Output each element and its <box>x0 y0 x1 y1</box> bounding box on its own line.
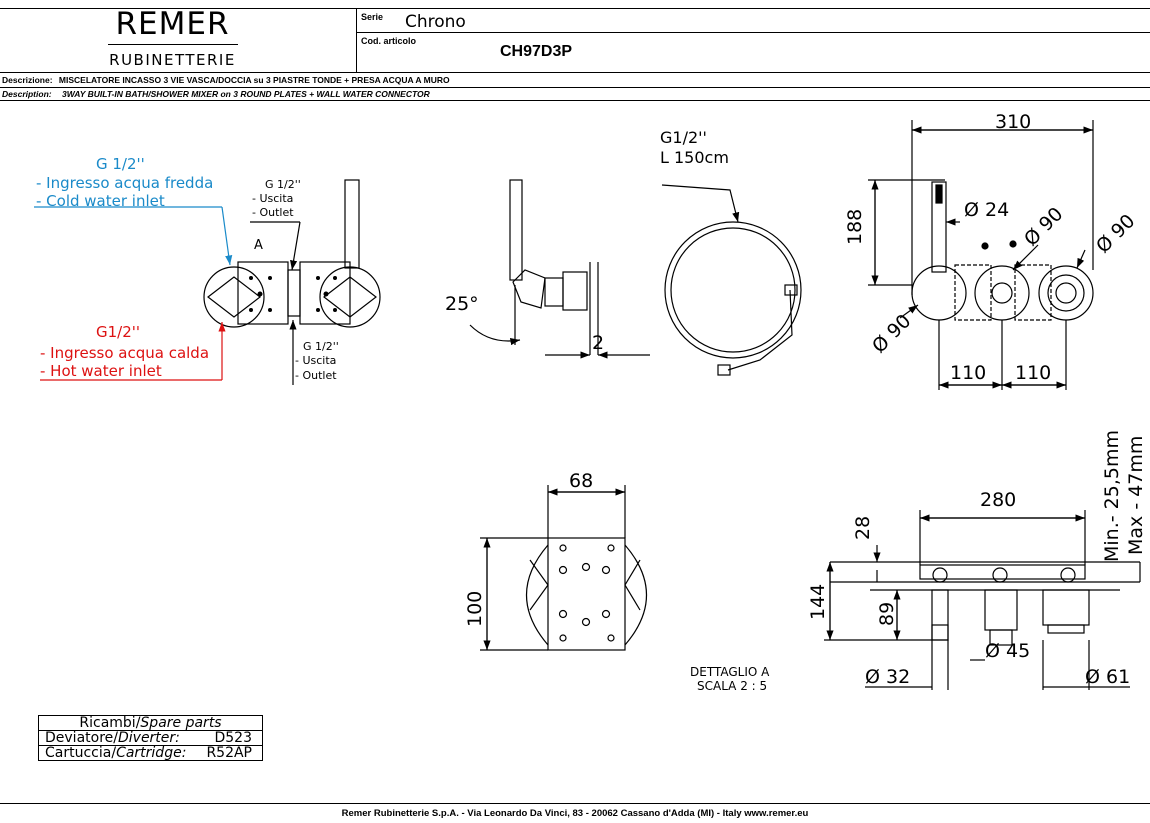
hot-thread-label: G1/2'' <box>96 323 141 341</box>
description-it-label: Descrizione: <box>2 75 53 85</box>
cartridge-row: Cartuccia/Cartridge: R52AP <box>39 745 262 760</box>
dim-d32: Ø 32 <box>865 666 911 688</box>
tf-plate-3 <box>1038 265 1094 321</box>
descr-divider <box>0 87 1150 88</box>
tf-plate-2 <box>974 265 1030 321</box>
bottom-side-view <box>824 510 1141 690</box>
cold-inlet-en: - Cold water inlet <box>36 192 165 210</box>
dim-d61: Ø 61 <box>1085 666 1131 688</box>
spare-parts-table: Ricambi/Spare parts Deviatore/Diverter: … <box>38 715 263 761</box>
header-divider <box>356 8 357 72</box>
serie-label: Serie <box>361 12 384 22</box>
top-front-view <box>868 120 1094 390</box>
title-it: Ricambi/ <box>79 715 141 731</box>
description-en: Description: 3WAY BUILT-IN BATH/SHOWER M… <box>2 89 430 99</box>
detail-caption-2: SCALA 2 : 5 <box>697 679 768 693</box>
outlet-bot-it: - Uscita <box>295 354 337 367</box>
plate-left <box>203 266 265 328</box>
outlet-bot-thread: G 1/2'' <box>303 340 339 353</box>
cold-thread-label: G 1/2'' <box>96 155 145 173</box>
bs-div <box>1042 589 1090 626</box>
code-label: Cod. articolo <box>361 36 417 46</box>
tf-handle <box>931 181 947 273</box>
serie-value: Chrono <box>405 12 466 32</box>
cartridge-it: Cartuccia/ <box>45 745 117 761</box>
diverter-code: D523 <box>214 730 252 746</box>
detail-caption-1: DETTAGLIO A <box>690 665 770 679</box>
shower-handle <box>344 179 360 269</box>
d-spout: Ø 24 <box>964 199 1010 221</box>
outlet-top-it: - Uscita <box>252 192 294 205</box>
max-label: Max - 47mm <box>1125 435 1147 555</box>
handle-right <box>323 276 377 318</box>
cartridge-code: R52AP <box>206 745 252 761</box>
outlet-bot-en: - Outlet <box>295 369 337 382</box>
side-box <box>562 271 588 311</box>
bs-cart <box>984 589 1018 631</box>
diverter-en: Diverter: <box>117 730 180 746</box>
description-it-text: MISCELATORE INCASSO 3 VIE VASCA/DOCCIA s… <box>58 75 450 85</box>
depth-label: 2 <box>592 332 605 354</box>
width-280: 280 <box>980 489 1017 511</box>
bs-spout <box>931 589 949 641</box>
handle-left <box>207 276 261 318</box>
description-en-text: 3WAY BUILT-IN BATH/SHOWER MIXER on 3 ROU… <box>61 89 430 99</box>
side-lever <box>512 269 546 309</box>
angle-label: 25° <box>445 293 479 315</box>
brand-sub: RUBINETTERIE <box>109 51 236 69</box>
side-view <box>469 179 650 359</box>
detail-height: 100 <box>464 590 486 627</box>
spacing-1: 110 <box>950 362 987 384</box>
footer-address: Remer Rubinetterie S.p.A. - Via Leonardo… <box>341 808 809 819</box>
description-it: Descrizione: MISCELATORE INCASSO 3 VIE V… <box>2 75 450 85</box>
hose-length: L 150cm <box>660 148 729 167</box>
cold-inlet-it: - Ingresso acqua fredda <box>36 174 214 192</box>
detail-marker: A <box>254 238 263 253</box>
footer-border <box>0 803 1150 804</box>
mount-plate-left <box>237 261 289 325</box>
diverter-row: Deviatore/Diverter: D523 <box>39 730 262 745</box>
brand-logo: REMER RUBINETTERIE <box>0 8 345 69</box>
detail-a-view <box>480 485 648 651</box>
min-label: Min.- 25,5mm <box>1101 430 1123 562</box>
brand-rule <box>107 44 238 45</box>
dim-d45: Ø 45 <box>985 640 1031 662</box>
hot-inlet-it: - Ingresso acqua calda <box>40 344 210 362</box>
valve-body <box>287 269 301 317</box>
spare-parts-title: Ricambi/Spare parts <box>39 716 262 730</box>
hot-inlet-en: - Hot water inlet <box>40 362 162 380</box>
descr-bottom-border <box>0 100 1150 101</box>
hose-view <box>661 184 802 376</box>
brand-name: REMER <box>115 6 230 42</box>
diverter-it: Deviatore/ <box>45 730 118 746</box>
hose-thread: G1/2'' <box>660 128 707 147</box>
cartridge-en: Cartridge: <box>116 745 187 761</box>
tf-plate-1 <box>911 265 967 321</box>
dim-89: 89 <box>876 601 898 626</box>
detail-width: 68 <box>569 470 594 492</box>
description-en-label: Description: <box>2 89 52 99</box>
spacing-2: 110 <box>1015 362 1052 384</box>
height-188: 188 <box>844 208 866 245</box>
outlet-top-thread: G 1/2'' <box>265 178 301 191</box>
side-handle <box>509 179 523 281</box>
width-310: 310 <box>995 111 1032 133</box>
outlet-top-en: - Outlet <box>252 206 294 219</box>
code-value: CH97D3P <box>500 43 573 60</box>
front-view-mixer <box>34 179 381 385</box>
header-bottom-border <box>0 72 1150 73</box>
side-body <box>544 277 564 307</box>
dim-144: 144 <box>807 583 829 620</box>
header-top-border <box>0 8 1150 9</box>
title-en: Spare parts <box>140 715 222 731</box>
dim-28: 28 <box>852 515 874 540</box>
detail-plate <box>547 537 626 651</box>
header-row-divider <box>356 32 1150 33</box>
